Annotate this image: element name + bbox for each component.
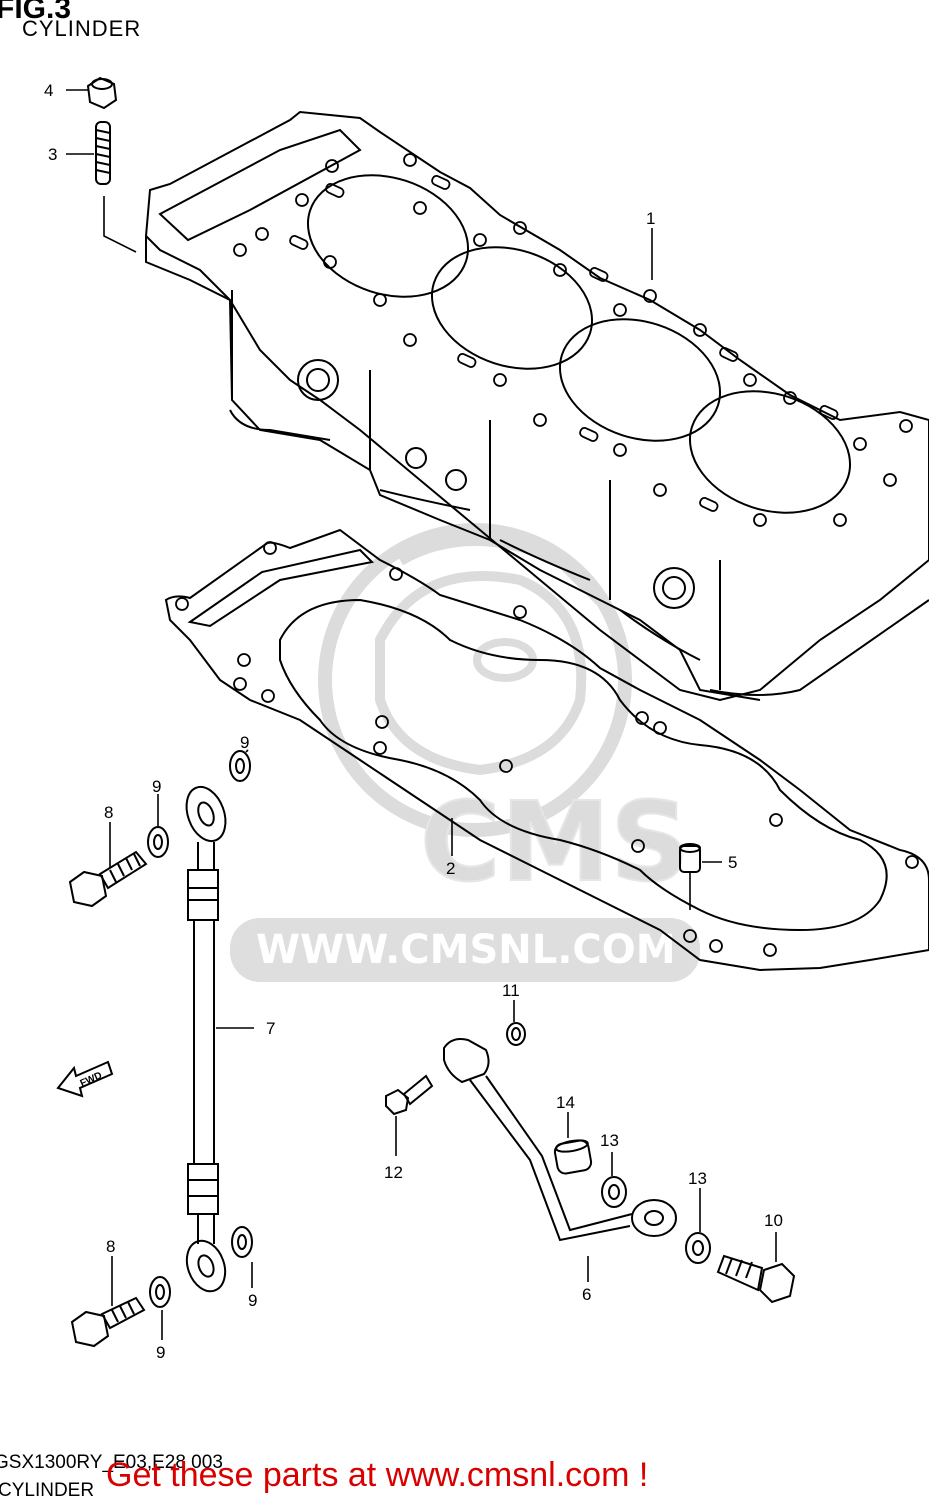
callout-9b: 9	[152, 777, 161, 796]
cylinder-block	[144, 110, 929, 702]
leader-3	[66, 153, 137, 253]
banjo-bolt	[716, 1254, 796, 1304]
cylinder-bore-3	[558, 318, 722, 442]
washers-13	[601, 1176, 711, 1264]
watermark-url: WWW.CMSNL.COM	[256, 927, 676, 973]
cylinder-boss-left-inner	[306, 368, 330, 392]
callout-9a: 9	[240, 733, 249, 752]
cylinder-boss-left	[297, 359, 339, 401]
watermark-mascot-head	[318, 523, 632, 837]
cylinder-oil-slots	[289, 174, 839, 512]
diagram-code: GSX1300RY_E03,E28 003	[0, 1452, 223, 1473]
cylinder-bore-4	[688, 390, 852, 514]
o-ring	[506, 1022, 526, 1046]
cylinder-deck-outline	[144, 110, 929, 702]
oil-hose	[185, 785, 227, 1293]
cylinder-bottom-edge	[229, 409, 929, 696]
cylinder-deck-lower-edge	[145, 236, 761, 701]
cam-chain-tunnel	[158, 128, 362, 242]
cylinder-bolt-holes	[233, 153, 913, 527]
gasket-tab	[187, 548, 375, 628]
callout-6: 6	[582, 1285, 591, 1304]
cylinder-skirt	[231, 290, 721, 690]
callout-9d: 9	[156, 1343, 165, 1362]
watermark-mascot-face	[375, 571, 587, 776]
gasket-inner	[279, 598, 888, 932]
cylinder-boss-mid-2	[445, 469, 467, 491]
watermark-url-plate	[230, 918, 700, 982]
watermark: CMS WWW.CMSNL.COM	[230, 523, 700, 982]
union-bolt-upper	[68, 850, 148, 908]
callout-labels: 1 2 3 4 5 6 7 8 8 9 9 9 9 10 11 12 13 13…	[44, 81, 783, 1362]
leader-9a	[245, 749, 249, 753]
cap	[553, 1139, 593, 1175]
cylinder-bore-1	[306, 174, 470, 298]
cylinder-bore-2	[430, 246, 594, 370]
callout-1: 1	[646, 209, 655, 228]
cylinder-nut	[86, 76, 118, 110]
cylinder-boss-right-inner	[662, 576, 686, 600]
leader-lines	[66, 89, 777, 1340]
oil-pipe	[443, 1038, 677, 1242]
cylinder-stud	[95, 121, 111, 185]
callout-8a: 8	[104, 803, 113, 822]
callout-7: 7	[266, 1019, 275, 1038]
callout-10: 10	[764, 1211, 783, 1230]
callout-9c: 9	[248, 1291, 257, 1310]
cylinder-base-gasket	[164, 528, 929, 972]
callout-2: 2	[446, 859, 455, 878]
promo-link[interactable]: Get these parts at www.cmsnl.com !	[106, 1456, 649, 1494]
callout-14: 14	[556, 1093, 575, 1112]
arrow-left-icon	[56, 1060, 114, 1098]
watermark-mascot-cap	[397, 534, 605, 605]
cylinder-boss-right	[653, 567, 695, 609]
union-bolt-lower	[70, 1296, 146, 1348]
callout-8b: 8	[106, 1237, 115, 1256]
figure-subtitle: CYLINDER	[22, 16, 142, 41]
gasket-holes	[175, 541, 919, 957]
callout-3: 3	[48, 145, 57, 164]
watermark-logo: CMS	[420, 778, 689, 906]
figure-number: FIG.3	[0, 0, 72, 25]
callout-5: 5	[728, 853, 737, 872]
pipe-bolt	[385, 1074, 434, 1116]
callout-13b: 13	[688, 1169, 707, 1188]
callout-4: 4	[44, 81, 53, 100]
callout-11: 11	[502, 981, 520, 1000]
callout-12: 12	[384, 1163, 403, 1182]
cylinder-boss-mid	[405, 447, 427, 469]
diagram-name: CYLINDER	[0, 1480, 95, 1501]
callout-13a: 13	[600, 1131, 619, 1150]
washers-9	[147, 750, 253, 1308]
leader-5	[689, 861, 722, 910]
forward-direction-arrow: FWD	[56, 1060, 114, 1098]
